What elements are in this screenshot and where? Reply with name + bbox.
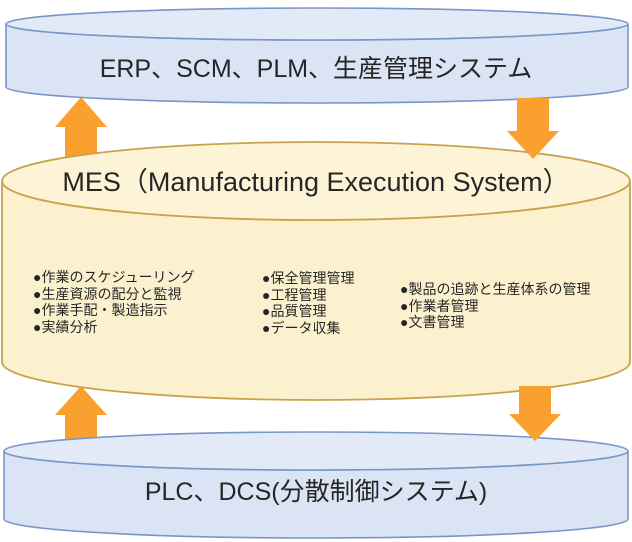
- mes-function-item: ●文書管理: [400, 314, 465, 330]
- mes-to-plc-down-arrow-icon: [509, 386, 561, 441]
- plc-cylinder-label: PLC、DCS(分散制御システム): [144, 478, 488, 506]
- mes-function-item: ●作業手配・製造指示: [33, 302, 168, 318]
- erp-cylinder-label: ERP、SCM、PLM、生産管理システム: [99, 55, 533, 83]
- mes-function-item: ●作業のスケジューリング: [33, 269, 195, 285]
- erp-to-mes-down-arrow-icon: [507, 98, 559, 159]
- mes-cylinder-title: MES（Manufacturing Execution System）: [62, 167, 570, 197]
- erp-cylinder: [5, 7, 629, 104]
- mes-function-item: ●保全管理管理: [262, 270, 355, 286]
- mes-function-item: ●作業者管理: [400, 297, 479, 314]
- mes-function-item: ●生産資源の配分と監視: [33, 285, 182, 302]
- mes-function-item: ●実績分析: [33, 318, 98, 335]
- mes-function-column-3: ●製品の追跡と生産体系の管理 ●作業者管理 ●文書管理: [400, 281, 590, 331]
- plc-cylinder-top-face: [3, 431, 629, 471]
- mes-function-item: ●工程管理: [262, 286, 327, 303]
- plc-cylinder: [3, 431, 629, 539]
- mes-cylinder-top-face: [1, 141, 631, 221]
- mes-function-column-1: ●作業のスケジューリング ●生産資源の配分と監視 ●作業手配・製造指示 ●実績分…: [33, 269, 194, 335]
- mes-function-item: ●データ収集: [262, 319, 341, 336]
- mes-function-item: ●品質管理: [262, 303, 327, 319]
- mes-function-column-2: ●保全管理管理 ●工程管理 ●品質管理 ●データ収集: [262, 270, 354, 336]
- erp-cylinder-top-face: [5, 7, 629, 41]
- mes-to-erp-up-arrow-icon: [55, 97, 107, 166]
- mes-function-item: ●製品の追跡と生産体系の管理: [400, 281, 591, 297]
- mes-cylinder: [1, 141, 631, 401]
